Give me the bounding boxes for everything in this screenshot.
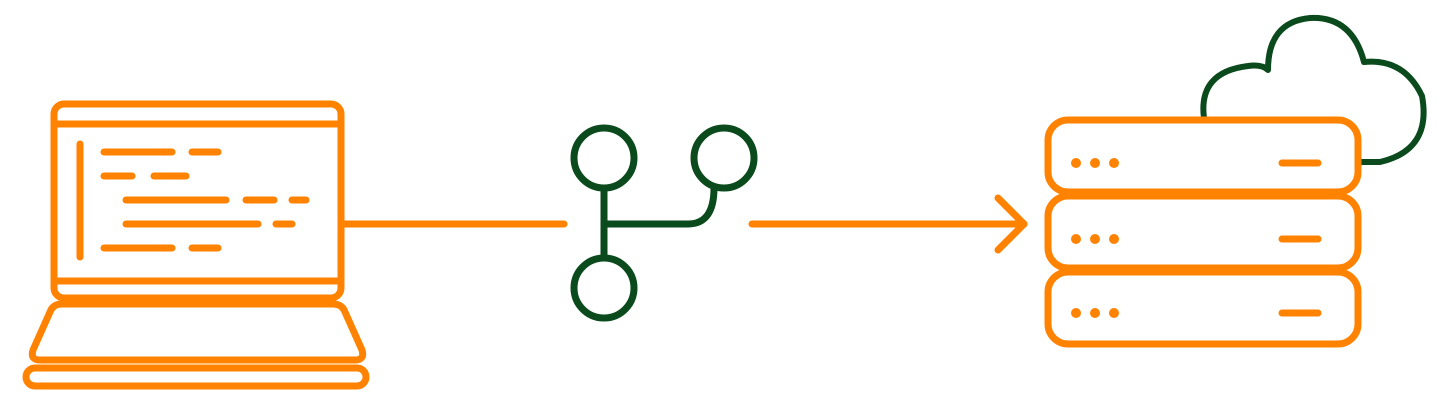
git-branch-icon [570, 124, 758, 322]
laptop-base-bottom [22, 364, 370, 390]
code-lines [100, 148, 310, 252]
server-status-dots [1071, 158, 1119, 318]
server-unit-2 [1044, 192, 1362, 272]
branch-node-bottom [570, 254, 638, 322]
server-unit-1 [1044, 116, 1362, 196]
laptop-code-icon [22, 100, 370, 390]
branch-node-top-left [570, 124, 638, 192]
server-unit-3 [1044, 268, 1362, 348]
arrow-head [994, 194, 1028, 254]
cloud-icon [1200, 14, 1427, 165]
branch-merge-curve [600, 184, 718, 228]
server-stack-icon [1044, 116, 1362, 348]
server-indicators [1278, 159, 1322, 317]
branch-node-top-right [690, 124, 758, 192]
arrow-branch-to-server [748, 194, 1028, 254]
laptop-base [28, 300, 367, 364]
laptop-screen [50, 100, 345, 302]
